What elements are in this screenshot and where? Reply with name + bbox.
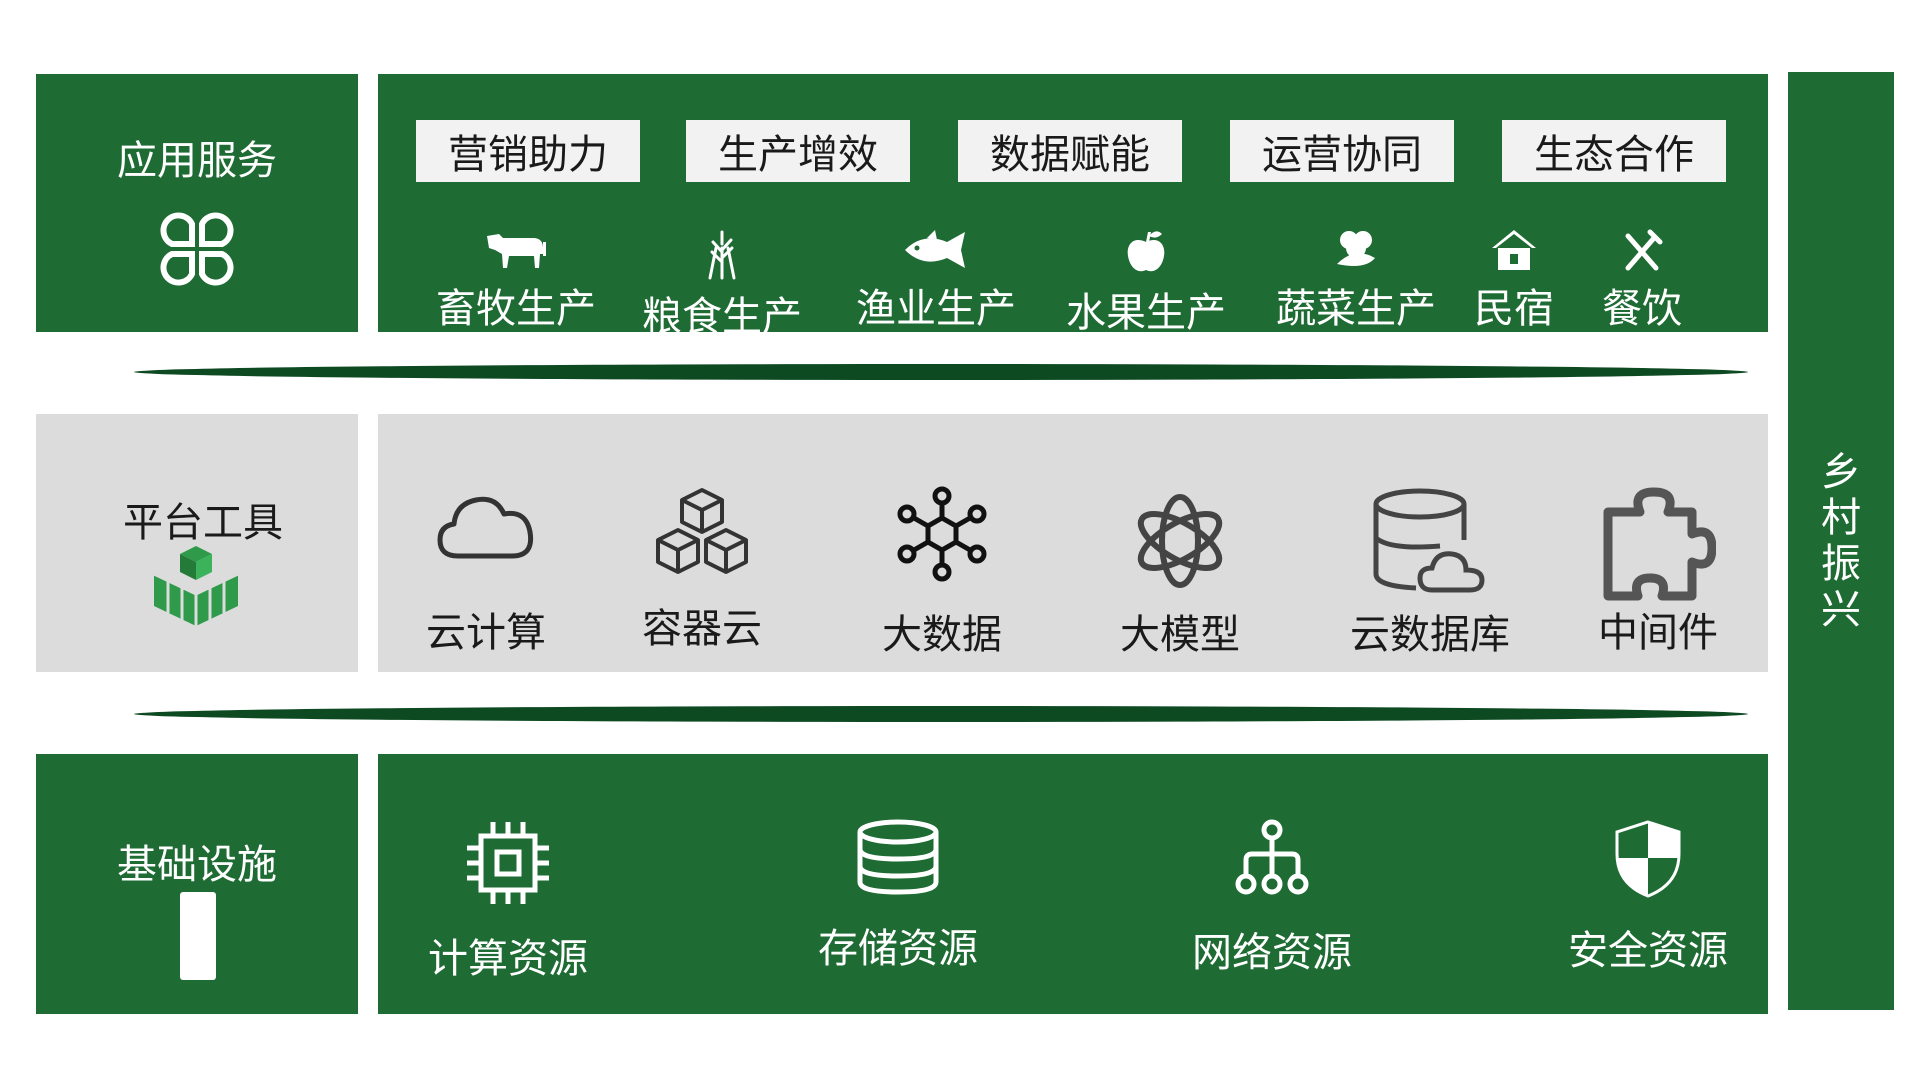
- app-item-livestock[interactable]: 畜牧生产: [436, 228, 596, 334]
- vegetable-icon: [1337, 231, 1375, 266]
- server-rack-icon: [180, 892, 216, 980]
- green-cubes-icon: [153, 546, 239, 626]
- cloud-database-icon: [1373, 488, 1485, 593]
- platform-item-cloud-database[interactable]: 云数据库: [1330, 486, 1530, 660]
- cow-icon: [487, 234, 546, 268]
- infra-item-label: 计算资源: [428, 936, 588, 982]
- ai-knot-icon: [1137, 494, 1223, 588]
- banner-text: 乡 村 振 兴: [1788, 72, 1894, 1010]
- network-tree-icon: [1235, 819, 1309, 895]
- infra-item-compute[interactable]: 计算资源: [420, 818, 596, 984]
- house-icon: [1492, 230, 1536, 270]
- tag-marketing[interactable]: 营销助力: [416, 120, 640, 182]
- banner-char: 振: [1821, 541, 1861, 587]
- chip-icon: [467, 822, 549, 904]
- platform-item-middleware[interactable]: 中间件: [1578, 486, 1738, 658]
- app-item-fishery[interactable]: 渔业生产: [856, 228, 1016, 334]
- infra-item-label: 安全资源: [1568, 928, 1728, 974]
- platform-item-large-model[interactable]: 大模型: [1100, 486, 1260, 660]
- layer-divider-bottom: [134, 706, 1748, 722]
- banner-char: 兴: [1821, 587, 1861, 633]
- banner-char: 乡: [1821, 449, 1861, 495]
- puzzle-icon: [1603, 487, 1716, 601]
- rural-revitalization-banner: 乡 村 振 兴: [1788, 72, 1894, 1010]
- layer-divider-top: [134, 364, 1748, 380]
- infra-item-storage[interactable]: 存储资源: [810, 818, 986, 974]
- app-item-label: 民宿: [1474, 286, 1554, 332]
- network-nodes-icon: [897, 486, 987, 582]
- tag-data-empowerment[interactable]: 数据赋能: [958, 120, 1182, 182]
- tag-ecosystem[interactable]: 生态合作: [1502, 120, 1726, 182]
- cloud-icon: [437, 496, 534, 559]
- infrastructure-category-title: 基础设施: [117, 842, 277, 888]
- grid-petals-icon: [160, 212, 234, 286]
- app-item-vegetable[interactable]: 蔬菜生产: [1276, 228, 1436, 334]
- app-item-label: 水果生产: [1066, 290, 1226, 336]
- app-item-label: 蔬菜生产: [1276, 286, 1436, 332]
- platform-item-label: 大模型: [1120, 612, 1240, 658]
- tag-production-efficiency[interactable]: 生产增效: [686, 120, 910, 182]
- app-item-label: 渔业生产: [856, 286, 1016, 332]
- app-item-homestay[interactable]: 民宿: [1464, 228, 1564, 334]
- platform-item-label: 中间件: [1598, 610, 1718, 656]
- platform-item-container-cloud[interactable]: 容器云: [622, 486, 782, 654]
- banner-char: 村: [1821, 495, 1861, 541]
- platform-item-big-data[interactable]: 大数据: [862, 486, 1022, 660]
- cubes-icon: [656, 488, 748, 574]
- application-category-title: 应用服务: [117, 138, 277, 184]
- infra-item-security[interactable]: 安全资源: [1560, 818, 1736, 976]
- app-item-catering[interactable]: 餐饮: [1592, 228, 1692, 334]
- cutlery-icon: [1625, 229, 1663, 271]
- platform-item-label: 云计算: [426, 610, 546, 656]
- app-item-label: 畜牧生产: [436, 286, 596, 332]
- platform-item-label: 大数据: [882, 612, 1002, 658]
- infrastructure-category-panel: 基础设施: [36, 754, 358, 1014]
- application-services-panel: 营销助力 生产增效 数据赋能 运营协同 生态合作 畜牧生产 粮食生产: [378, 74, 1768, 340]
- app-item-grain[interactable]: 粮食生产: [642, 228, 802, 342]
- infra-item-label: 存储资源: [818, 926, 978, 972]
- shield-icon: [1615, 820, 1681, 898]
- platform-item-label: 云数据库: [1350, 612, 1510, 658]
- app-item-fruit[interactable]: 水果生产: [1066, 228, 1226, 338]
- application-category-panel: 应用服务: [36, 74, 358, 332]
- platform-category-panel: 平台工具: [36, 414, 358, 672]
- platform-item-cloud-computing[interactable]: 云计算: [406, 486, 566, 658]
- wheat-icon: [708, 230, 736, 280]
- platform-tools-panel: 云计算 容器云: [378, 414, 1768, 672]
- app-item-label: 粮食生产: [642, 294, 802, 340]
- app-item-label: 餐饮: [1602, 286, 1682, 332]
- fish-icon: [905, 230, 965, 268]
- tag-operation-synergy[interactable]: 运营协同: [1230, 120, 1454, 182]
- infra-item-label: 网络资源: [1192, 930, 1352, 976]
- platform-item-label: 容器云: [642, 606, 762, 652]
- apple-icon: [1127, 231, 1165, 272]
- storage-icon: [857, 819, 939, 895]
- infra-item-network[interactable]: 网络资源: [1184, 818, 1360, 978]
- infrastructure-resources-panel: 计算资源 存储资源 网络资源: [378, 754, 1768, 1014]
- platform-category-title: 平台工具: [123, 500, 283, 546]
